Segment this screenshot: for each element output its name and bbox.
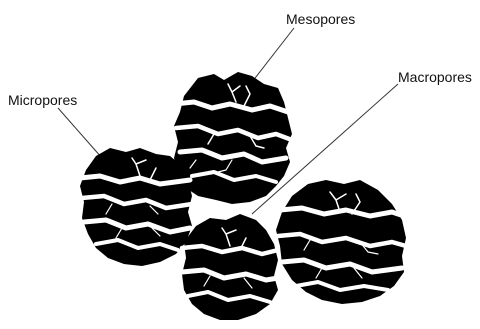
micropores-leader-line (58, 108, 102, 158)
macropores-label: Macropores (398, 70, 472, 84)
particle-top (174, 72, 292, 204)
mesopores-label: Mesopores (286, 12, 355, 26)
mesopores-leader-line (252, 28, 294, 82)
micropores-label: Micropores (8, 93, 77, 107)
particle-left (80, 148, 192, 266)
particle-right (276, 180, 406, 304)
particle-bottom (182, 214, 278, 320)
